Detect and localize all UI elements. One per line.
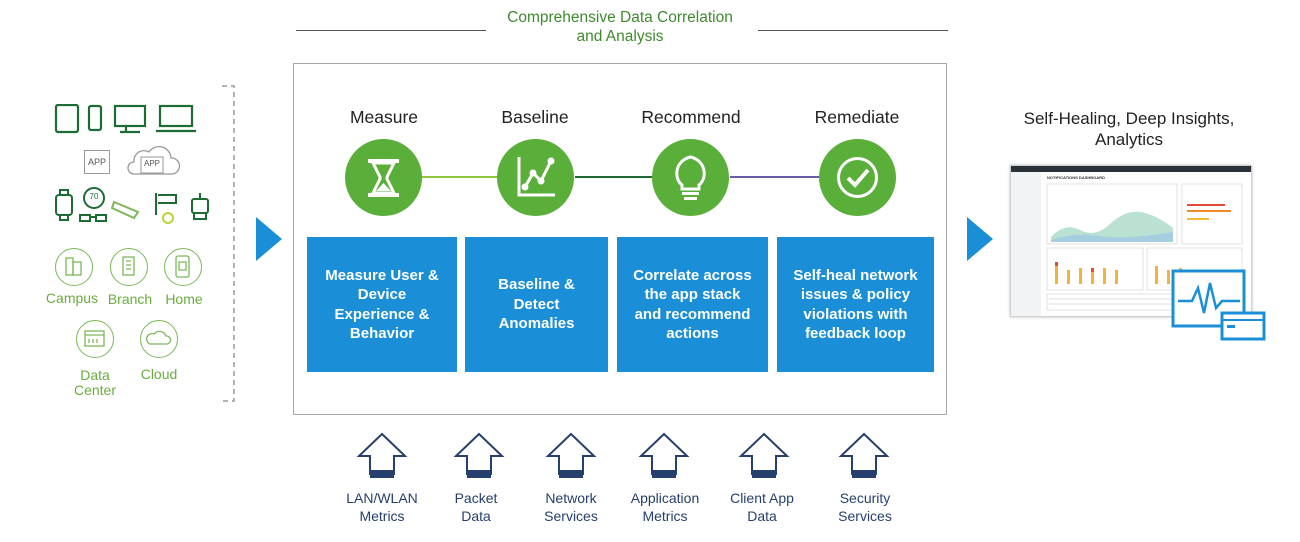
dashed-bracket	[222, 85, 235, 402]
metric-lan-wlan: LAN/WLAN Metrics	[346, 490, 418, 524]
laptop-icon	[158, 104, 194, 128]
phone-icon	[87, 104, 103, 132]
dashboard-topbar	[1011, 166, 1251, 172]
scanner-icon	[110, 200, 140, 220]
security-services-arrow-icon	[838, 432, 890, 478]
stage-connectors	[420, 176, 820, 178]
diagram-title-line2: and Analysis	[576, 28, 664, 45]
correlation-frame	[293, 63, 947, 415]
chart-icon	[517, 157, 555, 197]
branch-label: Branch	[107, 291, 153, 307]
camera-icon	[155, 193, 177, 215]
hourglass-icon	[368, 159, 399, 197]
cloud-label: Cloud	[140, 366, 178, 382]
flow-arrow-right	[967, 217, 993, 261]
cloud-app-label: APP	[143, 159, 160, 168]
metric-packet-data: Packet Data	[454, 490, 498, 524]
branch-icon	[110, 248, 148, 286]
checkmark-icon	[837, 157, 878, 198]
stage-recommend-box: Correlate across the app stack and recom…	[617, 237, 768, 372]
stage-measure-label: Measure	[349, 107, 419, 127]
application-metrics-arrow-icon	[638, 432, 690, 478]
stage-remediate-circle	[819, 139, 896, 216]
datacenter-label: Data Center	[73, 367, 117, 398]
lightbulb-icon	[675, 155, 706, 200]
metric-network-services: Network Services	[544, 490, 598, 524]
dashboard-title: NOTIFICATIONS DASHBOARD	[1047, 175, 1105, 180]
dashboard-sidebar	[1011, 172, 1041, 316]
stage-recommend-label: Recommend	[641, 107, 741, 127]
stage-baseline-label: Baseline	[501, 107, 569, 127]
campus-label: Campus	[45, 290, 99, 306]
glasses-icon	[79, 214, 107, 222]
thermostat-icon	[83, 187, 105, 209]
metric-application-metrics: Application Metrics	[630, 490, 700, 524]
monitor-icon	[113, 104, 147, 128]
stage-remediate-label: Remediate	[814, 107, 900, 127]
metrics-row: LAN/WLAN Metrics Packet Data Network Ser…	[320, 430, 920, 530]
home-icon	[164, 248, 202, 286]
home-label: Home	[165, 291, 203, 307]
app-icon: APP	[84, 150, 110, 174]
flow-arrow-left	[256, 217, 282, 261]
stage-recommend-circle	[652, 139, 729, 216]
tablet-icon	[54, 104, 80, 134]
results-title: Self-Healing, Deep Insights, Analytics	[1023, 109, 1235, 149]
sources-panel: APP APP 70 Campus Branch Home	[40, 80, 240, 410]
title-rule-right	[758, 30, 948, 31]
network-services-arrow-icon	[545, 432, 597, 478]
packet-data-arrow-icon	[453, 432, 505, 478]
diagram-title-line1: Comprehensive Data Correlation	[507, 9, 733, 26]
cloud-app-icon	[127, 145, 180, 175]
stage-measure-box: Measure User & Device Experience & Behav…	[307, 237, 457, 372]
thermostat-label: 70	[89, 192, 99, 201]
robot-icon	[191, 198, 209, 214]
monitoring-window-icon	[1171, 269, 1266, 341]
diagram-title: Comprehensive Data Correlation and Analy…	[470, 8, 770, 46]
lan-wlan-arrow-icon	[356, 432, 408, 478]
datacenter-icon	[76, 320, 114, 358]
stage-baseline-box: Baseline & Detect Anomalies	[465, 237, 608, 372]
smartwatch-icon	[55, 194, 73, 216]
stage-measure-circle	[345, 139, 422, 216]
client-app-arrow-icon	[738, 432, 790, 478]
stage-remediate-box: Self-heal network issues & policy violat…	[777, 237, 934, 372]
metric-client-app-data: Client App Data	[730, 490, 794, 524]
stage-baseline-circle	[497, 139, 574, 216]
smart-bulb-icon	[162, 212, 174, 224]
metric-security-services: Security Services	[838, 490, 892, 524]
campus-icon	[55, 248, 93, 286]
devices-row	[54, 104, 196, 134]
title-rule-left	[296, 30, 486, 31]
iot-devices-row	[55, 187, 209, 224]
cloud-location-icon	[140, 320, 178, 358]
